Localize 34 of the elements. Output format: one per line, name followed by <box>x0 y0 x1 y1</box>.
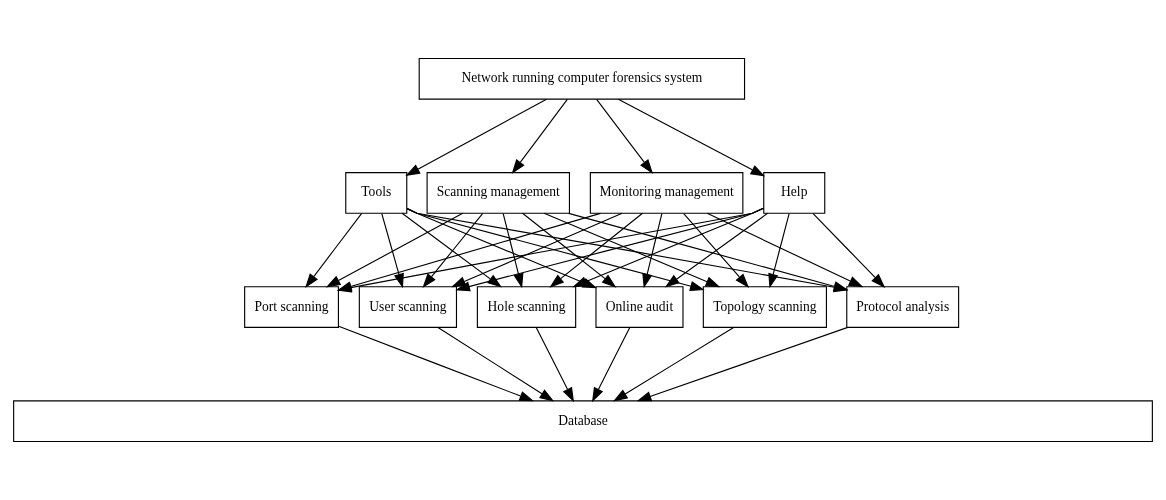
arrow <box>812 213 886 288</box>
arrow <box>535 327 575 403</box>
arrow <box>305 213 363 289</box>
arrow <box>642 213 663 289</box>
node-box: Scanning management <box>426 172 570 214</box>
arrow <box>405 98 548 177</box>
node-box: Port scanning <box>244 286 339 328</box>
node-box: User scanning <box>358 286 458 328</box>
arrow <box>683 213 750 288</box>
arrow <box>422 213 484 288</box>
arrow <box>325 212 464 288</box>
arrow <box>381 213 404 289</box>
node-box: Online audit <box>595 286 684 328</box>
node-box: Hole scanning <box>476 286 577 328</box>
node-box: Topology scanning <box>702 286 827 328</box>
node-box: Protocol analysis <box>846 286 960 328</box>
node-box: Network running computer forensics system <box>418 57 746 100</box>
arrow <box>591 327 631 403</box>
arrow <box>613 326 735 402</box>
arrow <box>596 98 654 174</box>
arrow <box>768 213 790 289</box>
arrow <box>511 98 568 174</box>
arrow <box>664 212 769 288</box>
arrow <box>401 212 502 288</box>
arrow <box>636 326 849 402</box>
arrow <box>706 212 864 288</box>
arrow <box>338 325 535 402</box>
node-box: Help <box>763 172 826 214</box>
node-box: Tools <box>345 172 408 214</box>
arrow <box>617 98 766 177</box>
node-box: Monitoring management <box>589 172 744 214</box>
node-box: Database <box>13 400 1153 443</box>
arrow <box>437 326 555 402</box>
arrow <box>502 213 524 289</box>
